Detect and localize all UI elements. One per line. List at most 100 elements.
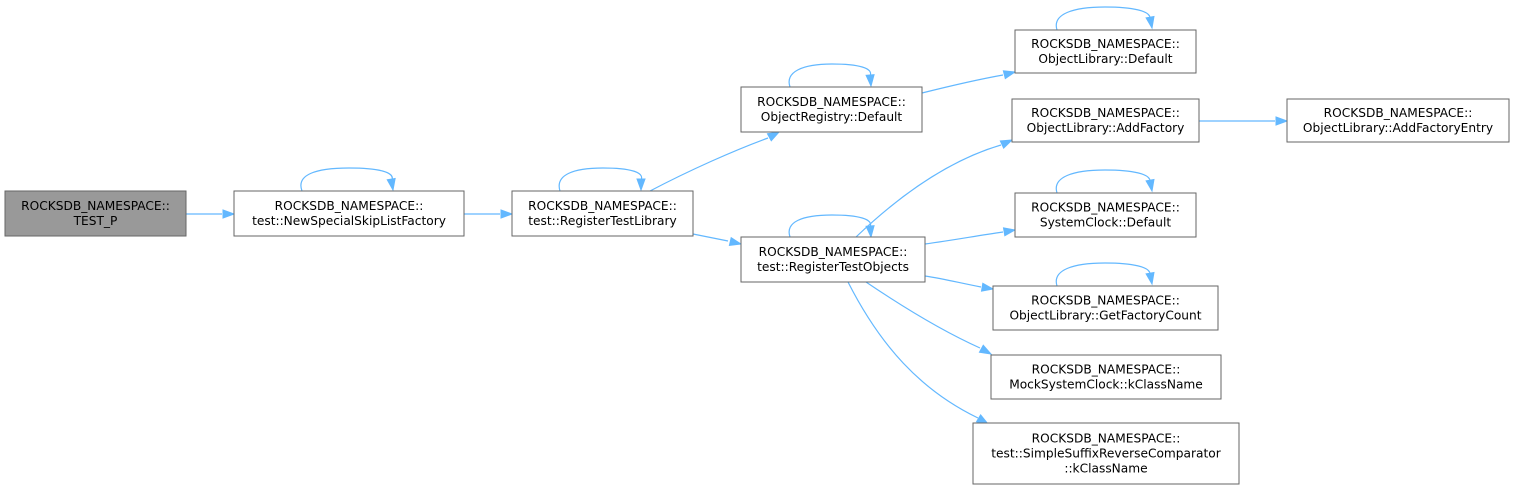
node-label-line: ROCKSDB_NAMESPACE:: (1031, 106, 1180, 120)
node-label-line: test::RegisterTestObjects (757, 260, 909, 274)
node-label-line: ROCKSDB_NAMESPACE:: (1032, 432, 1181, 446)
node-label-line: TEST_P (73, 214, 118, 228)
edge-register_test_objects-to-object_library_add_factory (855, 139, 1014, 238)
edge-system_clock_default-to-system_clock_default (1055, 169, 1155, 194)
node-mock_system_clock_kclassname[interactable]: ROCKSDB_NAMESPACE::MockSystemClock::kCla… (990, 354, 1222, 400)
edge-object_registry_default-to-object_library_default (921, 70, 1017, 94)
node-box[interactable] (992, 285, 1219, 331)
node-label-line: ROCKSDB_NAMESPACE:: (528, 199, 677, 213)
node-box[interactable] (511, 190, 694, 237)
edge-line (1055, 169, 1151, 194)
edge-object_library_add_factory-to-object_library_add_factory_entry (1199, 116, 1289, 126)
edge-line (300, 167, 393, 192)
node-box[interactable] (1286, 98, 1510, 143)
edge-object_library_default-to-object_library_default (1055, 6, 1155, 31)
edge-register_test_objects-to-object_library_get_factory_count (924, 275, 995, 292)
node-register_test_objects[interactable]: ROCKSDB_NAMESPACE::test::RegisterTestObj… (740, 236, 926, 283)
node-label-line: ObjectLibrary::GetFactoryCount (1009, 309, 1201, 323)
node-label-line: ROCKSDB_NAMESPACE:: (21, 199, 170, 213)
nodes-layer: ROCKSDB_NAMESPACE::TEST_PROCKSDB_NAMESPA… (4, 29, 1510, 485)
edges-layer (186, 6, 1289, 425)
edge-arrowhead (978, 344, 993, 355)
node-label-line: test::SimpleSuffixReverseComparator (991, 447, 1221, 461)
node-label-line: test::RegisterTestLibrary (528, 214, 676, 228)
node-label-line: ROCKSDB_NAMESPACE:: (1031, 37, 1180, 51)
edge-register_test_objects-to-simple_suffix_reverse_comparator_kclassname (847, 281, 990, 425)
node-simple_suffix_reverse_comparator_kclassname[interactable]: ROCKSDB_NAMESPACE::test::SimpleSuffixRev… (972, 422, 1240, 485)
edge-register_test_library-to-register_test_library (558, 167, 646, 192)
edge-line (788, 63, 872, 88)
edge-arrowhead (1145, 271, 1155, 286)
edge-test_p-to-new_special_skiplist_factory (186, 209, 236, 219)
node-box[interactable] (990, 354, 1222, 400)
edge-arrowhead (999, 139, 1014, 150)
edge-register_test_objects-to-mock_system_clock_kclassname (865, 281, 993, 355)
node-system_clock_default[interactable]: ROCKSDB_NAMESPACE::SystemClock::Default (1014, 192, 1197, 238)
edge-line (924, 275, 982, 288)
edge-arrowhead (636, 178, 646, 192)
edge-line (924, 231, 1004, 245)
edge-arrowhead (1002, 227, 1017, 237)
edge-object_registry_default-to-object_registry_default (788, 63, 875, 88)
edge-arrowhead (1275, 116, 1289, 126)
node-object_registry_default[interactable]: ROCKSDB_NAMESPACE::ObjectRegistry::Defau… (740, 86, 923, 133)
node-label-line: ROCKSDB_NAMESPACE:: (1031, 294, 1180, 308)
edge-arrowhead (865, 74, 875, 88)
edge-line (649, 137, 769, 192)
edge-arrowhead (386, 177, 396, 192)
node-label-line: ROCKSDB_NAMESPACE:: (1032, 363, 1181, 377)
node-box[interactable] (1014, 192, 1197, 238)
node-test_p[interactable]: ROCKSDB_NAMESPACE::TEST_P (4, 190, 187, 237)
edge-arrowhead (1145, 178, 1155, 193)
node-object_library_get_factory_count[interactable]: ROCKSDB_NAMESPACE::ObjectLibrary::GetFac… (992, 285, 1219, 331)
node-label-line: ROCKSDB_NAMESPACE:: (1031, 201, 1180, 215)
node-label-line: MockSystemClock::kClassName (1009, 378, 1203, 392)
node-box[interactable] (4, 190, 187, 237)
edge-register_test_library-to-object_registry_default (649, 131, 781, 192)
node-label-line: ObjectRegistry::Default (761, 110, 903, 124)
edge-line (855, 144, 1002, 238)
edge-arrowhead (222, 209, 236, 219)
node-object_library_add_factory_entry[interactable]: ROCKSDB_NAMESPACE::ObjectLibrary::AddFac… (1286, 98, 1510, 143)
edge-register_test_library-to-register_test_objects (692, 233, 743, 247)
node-label-line: ROCKSDB_NAMESPACE:: (1324, 106, 1473, 120)
node-box[interactable] (1014, 29, 1197, 74)
node-label-line: test::NewSpecialSkipListFactory (252, 214, 446, 228)
edge-arrowhead (980, 282, 995, 292)
edge-arrowhead (766, 131, 781, 142)
node-label-line: ROCKSDB_NAMESPACE:: (275, 199, 424, 213)
node-label-line: ::kClassName (1064, 462, 1147, 476)
node-label-line: ROCKSDB_NAMESPACE:: (759, 245, 908, 259)
node-label-line: ObjectLibrary::AddFactory (1027, 121, 1185, 135)
edge-arrowhead (1002, 70, 1017, 80)
node-label-line: ROCKSDB_NAMESPACE:: (757, 95, 906, 109)
edge-line (558, 167, 643, 192)
node-object_library_default[interactable]: ROCKSDB_NAMESPACE::ObjectLibrary::Defaul… (1014, 29, 1197, 74)
node-label-line: SystemClock::Default (1040, 216, 1172, 230)
edge-arrowhead (500, 209, 514, 219)
edge-line (921, 74, 1004, 94)
edge-line (847, 281, 979, 419)
edge-object_library_get_factory_count-to-object_library_get_factory_count (1055, 262, 1155, 287)
edge-line (692, 233, 729, 242)
edge-new_special_skiplist_factory-to-register_test_library (464, 209, 514, 219)
edge-new_special_skiplist_factory-to-new_special_skiplist_factory (300, 167, 396, 192)
node-box[interactable] (740, 86, 923, 133)
node-label-line: ObjectLibrary::Default (1038, 52, 1172, 66)
node-box[interactable] (972, 422, 1240, 485)
node-object_library_add_factory[interactable]: ROCKSDB_NAMESPACE::ObjectLibrary::AddFac… (1011, 98, 1200, 143)
node-box[interactable] (233, 190, 465, 237)
edge-register_test_objects-to-system_clock_default (924, 227, 1017, 245)
node-box[interactable] (740, 236, 926, 283)
node-register_test_library[interactable]: ROCKSDB_NAMESPACE::test::RegisterTestLib… (511, 190, 694, 237)
edge-arrowhead (728, 236, 743, 247)
node-new_special_skiplist_factory[interactable]: ROCKSDB_NAMESPACE::test::NewSpecialSkipL… (233, 190, 465, 237)
edge-line (788, 214, 872, 238)
node-box[interactable] (1011, 98, 1200, 143)
node-label-line: ObjectLibrary::AddFactoryEntry (1303, 121, 1493, 135)
edge-arrowhead (865, 225, 875, 239)
edge-arrowhead (1145, 15, 1155, 30)
edge-line (1055, 6, 1151, 31)
edge-register_test_objects-to-register_test_objects (788, 214, 875, 239)
